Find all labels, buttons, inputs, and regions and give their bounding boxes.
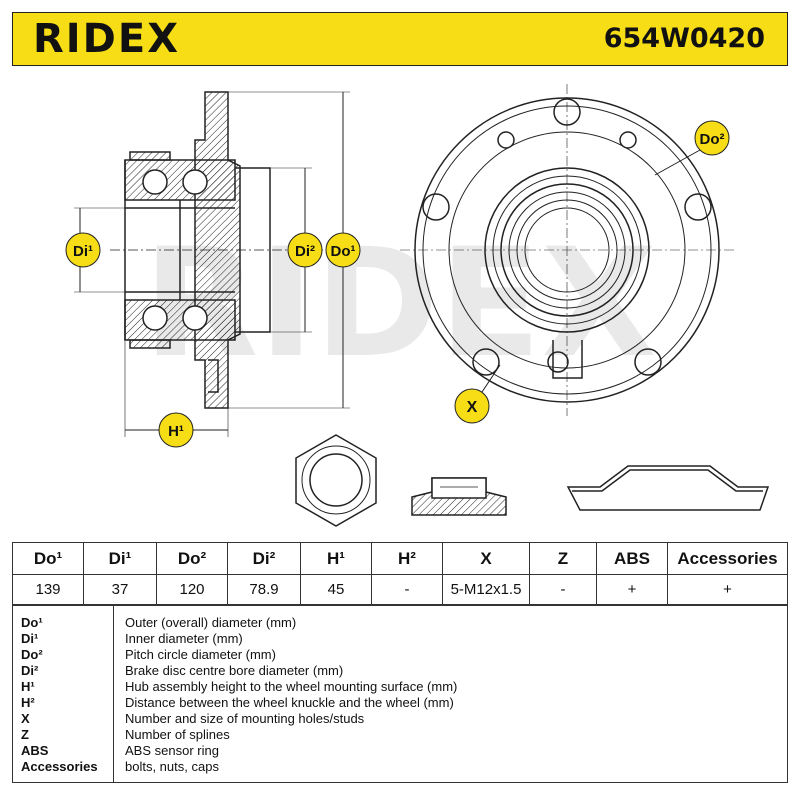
brand-logo: RIDEX: [33, 16, 181, 62]
cap-section-view: [411, 477, 507, 516]
legend-row: Di¹ Inner diameter (mm): [13, 631, 789, 647]
header-h1: H¹: [300, 542, 372, 575]
value-h2: -: [371, 574, 443, 605]
value-accessories: +: [667, 574, 788, 605]
header-x: X: [442, 542, 530, 575]
legend-row: X Number and size of mounting holes/studs: [13, 711, 789, 727]
legend-desc: Brake disc centre bore diameter (mm): [125, 663, 344, 678]
legend-row: Do² Pitch circle diameter (mm): [13, 647, 789, 663]
value-di2: 78.9: [227, 574, 301, 605]
technical-drawing: RIDEX: [65, 84, 770, 527]
legend-row: Di² Brake disc centre bore diameter (mm): [13, 663, 789, 679]
legend-row: Accessories bolts, nuts, caps: [13, 759, 789, 775]
label-di1: Di¹: [65, 232, 101, 268]
legend-key: Do¹: [21, 615, 43, 630]
legend-key: Do²: [21, 647, 43, 662]
legend-desc: Pitch circle diameter (mm): [125, 647, 276, 662]
legend-key: X: [21, 711, 30, 726]
legend-row: Z Number of splines: [13, 727, 789, 743]
label-di2: Di²: [287, 232, 323, 268]
legend-desc: Number of splines: [125, 727, 230, 742]
legend-key: H¹: [21, 679, 35, 694]
legend-desc: Number and size of mounting holes/studs: [125, 711, 365, 726]
legend-key: Accessories: [21, 759, 98, 774]
legend-desc: Inner diameter (mm): [125, 631, 243, 646]
value-abs: +: [596, 574, 668, 605]
label-h1: H¹: [158, 412, 194, 448]
legend-row: ABS ABS sensor ring: [13, 743, 789, 759]
legend-row: Do¹ Outer (overall) diameter (mm): [13, 615, 789, 631]
header-z: Z: [529, 542, 597, 575]
dust-cover-view: [566, 465, 770, 511]
specs-table: Do¹ Di¹ Do² Di² H¹ H² X Z ABS Accessorie…: [12, 542, 788, 605]
legend-key: H²: [21, 695, 35, 710]
part-number: 654W0420: [603, 23, 765, 54]
value-do2: 120: [156, 574, 228, 605]
value-z: -: [529, 574, 597, 605]
legend-row: H¹ Hub assembly height to the wheel mount…: [13, 679, 789, 695]
label-x: X: [454, 388, 490, 424]
svg-text:Di¹: Di¹: [73, 243, 93, 260]
header-di2: Di²: [227, 542, 301, 575]
legend-box: Do¹ Outer (overall) diameter (mm) Di¹ Inne…: [12, 605, 788, 783]
legend-desc: Outer (overall) diameter (mm): [125, 615, 297, 630]
legend-desc: Distance between the wheel knuckle and t…: [125, 695, 454, 710]
header-do1: Do¹: [12, 542, 84, 575]
svg-text:Do²: Do²: [700, 131, 725, 148]
header-abs: ABS: [596, 542, 668, 575]
header-bar: RIDEX 654W0420: [12, 12, 788, 66]
label-do2: Do²: [694, 120, 730, 156]
svg-text:Do¹: Do¹: [331, 243, 356, 260]
svg-text:X: X: [467, 399, 478, 416]
header-do2: Do²: [156, 542, 228, 575]
value-x: 5-M12x1.5: [442, 574, 530, 605]
hub-section-view: [110, 91, 350, 409]
value-h1: 45: [300, 574, 372, 605]
leader-lines: [479, 149, 701, 396]
header-h2: H²: [371, 542, 443, 575]
legend-key: Di¹: [21, 631, 39, 646]
svg-text:Di²: Di²: [295, 243, 315, 260]
header-di1: Di¹: [83, 542, 157, 575]
specs-value-row: 139 37 120 78.9 45 - 5-M12x1.5 - + +: [12, 574, 788, 605]
value-do1: 139: [12, 574, 84, 605]
label-do1: Do¹: [325, 232, 361, 268]
legend-desc: Hub assembly height to the wheel mountin…: [125, 679, 458, 694]
value-di1: 37: [83, 574, 157, 605]
svg-text:H¹: H¹: [168, 423, 184, 440]
hub-front-view: [400, 84, 734, 416]
legend-row: H² Distance between the wheel knuckle and…: [13, 695, 789, 711]
nut-view: [295, 434, 377, 527]
header-accessories: Accessories: [667, 542, 788, 575]
specs-header-row: Do¹ Di¹ Do² Di² H¹ H² X Z ABS Accessorie…: [12, 542, 788, 575]
legend-key: Di²: [21, 663, 39, 678]
legend-divider: [113, 606, 114, 782]
legend-desc: ABS sensor ring: [125, 743, 219, 758]
legend-key: Z: [21, 727, 29, 742]
legend-key: ABS: [21, 743, 49, 758]
legend-desc: bolts, nuts, caps: [125, 759, 219, 774]
